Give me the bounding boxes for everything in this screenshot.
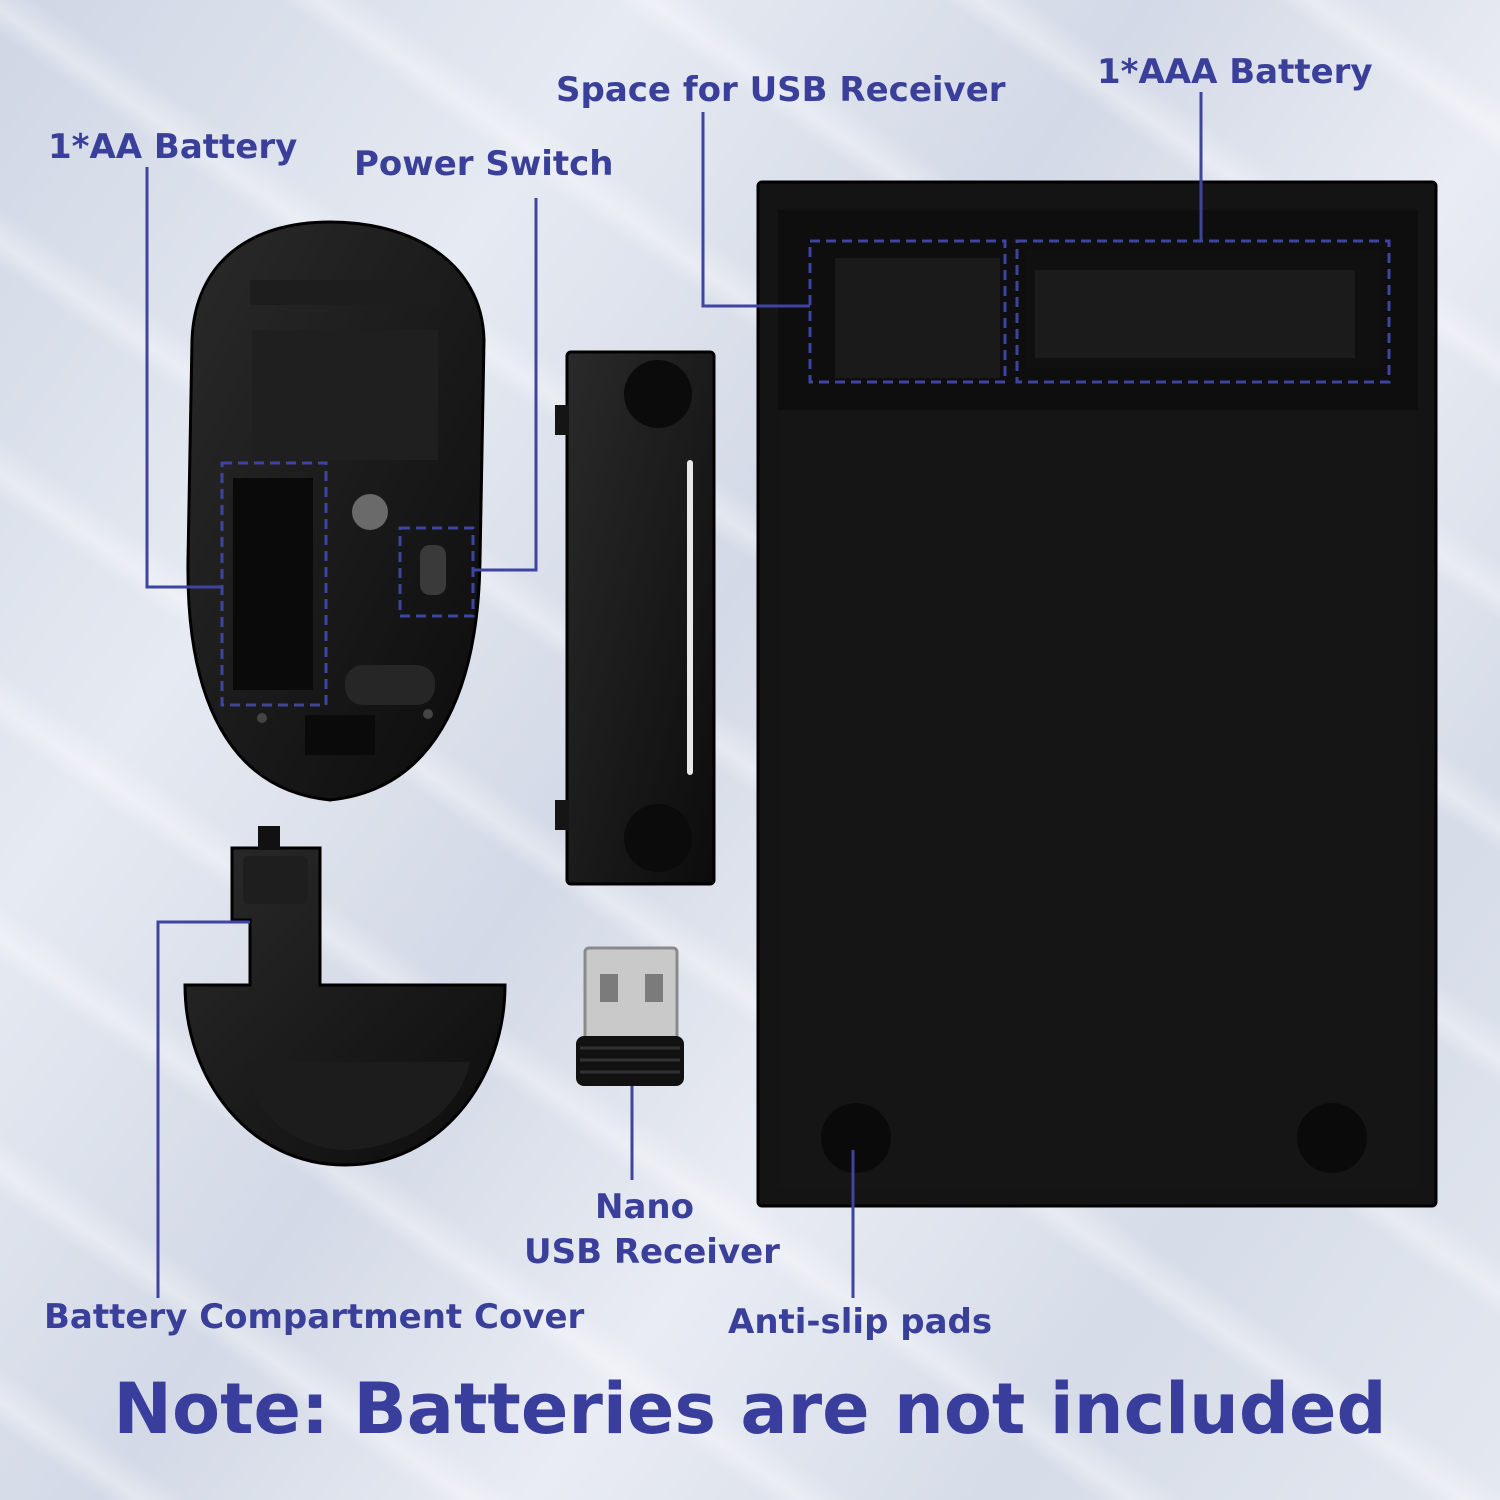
aa-battery-label: 1*AA Battery bbox=[48, 127, 298, 167]
optical-sensor bbox=[345, 665, 435, 705]
mouse-sensor-lens bbox=[352, 494, 388, 530]
keypad-battery-door bbox=[555, 350, 716, 886]
power-switch-label: Power Switch bbox=[354, 144, 614, 184]
anti-slip-pad-left bbox=[821, 1103, 891, 1173]
callout-lines bbox=[145, 92, 1203, 1298]
nano-label-line2: USB Receiver bbox=[524, 1232, 780, 1272]
power-switch-highlight bbox=[398, 526, 475, 618]
mouse-bottom-view bbox=[186, 220, 486, 802]
power-switch-knob bbox=[420, 545, 446, 595]
anti-slip-pad-right bbox=[1297, 1103, 1367, 1173]
highlight-boxes bbox=[220, 239, 1391, 707]
nano-usb-receiver bbox=[576, 946, 684, 1086]
aa-battery-highlight bbox=[220, 461, 328, 707]
aa-battery-slot bbox=[233, 478, 313, 690]
mouse-label-plate bbox=[252, 330, 438, 460]
keypad-bottom-view bbox=[756, 180, 1438, 1208]
usb-space-highlight bbox=[808, 239, 1007, 384]
anti-slip-pads-label: Anti-slip pads bbox=[728, 1302, 993, 1342]
cover-label: Battery Compartment Cover bbox=[44, 1297, 585, 1337]
battery-compartment-cover bbox=[183, 826, 507, 1167]
usb-space-label: Space for USB Receiver bbox=[556, 70, 1006, 110]
aaa-battery-highlight bbox=[1015, 239, 1391, 384]
aaa-battery-label: 1*AAA Battery bbox=[1097, 52, 1373, 92]
nano-label-line1: Nano bbox=[595, 1187, 694, 1227]
batteries-note: Note: Batteries are not included bbox=[113, 1368, 1387, 1450]
